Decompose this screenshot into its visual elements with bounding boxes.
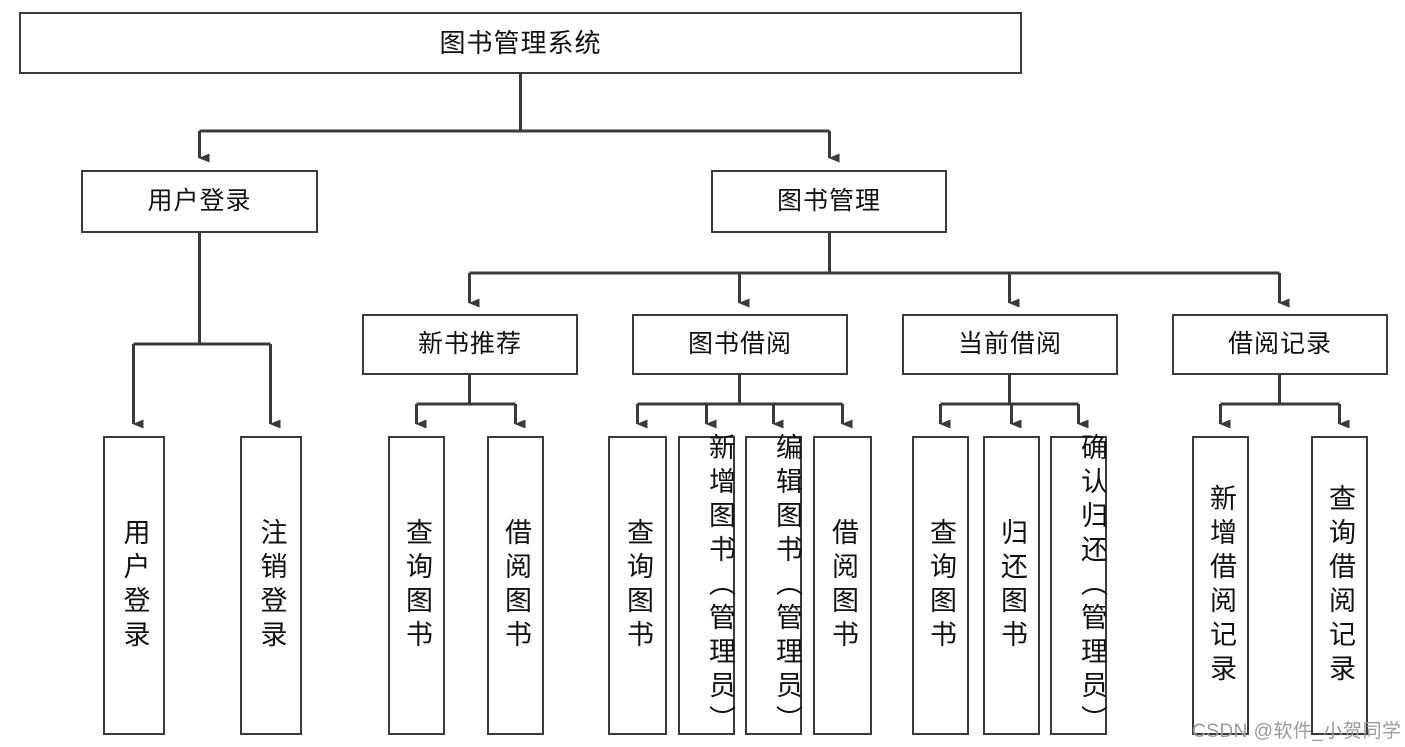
node-label: 查询图书 <box>402 517 432 654</box>
node-leaf-confirm-return[interactable]: 确认归还（管理员） <box>1050 433 1107 739</box>
node-leaf-borrow-book-2[interactable]: 借阅图书 <box>813 436 872 735</box>
node-book-borrow[interactable]: 图书借阅 <box>632 314 848 375</box>
node-borrow-record[interactable]: 借阅记录 <box>1172 314 1388 375</box>
node-label: 图书管理 <box>776 186 881 215</box>
node-leaf-edit-book[interactable]: 编辑图书（管理员） <box>745 433 802 739</box>
node-leaf-query-book-2[interactable]: 查询图书 <box>608 436 667 735</box>
node-book-manage[interactable]: 图书管理 <box>711 170 947 233</box>
node-label: 编辑图书（管理员） <box>772 432 802 739</box>
node-label: 注销登录 <box>256 517 287 654</box>
node-leaf-query-record[interactable]: 查询借阅记录 <box>1311 436 1368 735</box>
node-label: 查询图书 <box>926 517 956 654</box>
node-user-login[interactable]: 用户登录 <box>81 170 318 233</box>
node-label: 新增借阅记录 <box>1206 483 1236 688</box>
node-label: 新增图书（管理员） <box>705 432 735 739</box>
node-leaf-borrow-book-1[interactable]: 借阅图书 <box>487 436 544 735</box>
node-leaf-return-book[interactable]: 归还图书 <box>983 436 1040 735</box>
node-label: 确认归还（管理员） <box>1077 432 1107 739</box>
node-label: 借阅记录 <box>1227 329 1332 358</box>
csdn-watermark: CSDN @软件_小贺同学 <box>1192 721 1402 742</box>
node-label: 用户登录 <box>147 186 252 215</box>
node-leaf-user-login[interactable]: 用户登录 <box>103 436 165 735</box>
node-label: 新书推荐 <box>417 329 522 358</box>
node-label: 图书借阅 <box>687 329 792 358</box>
node-label: 用户登录 <box>119 517 150 654</box>
node-new-book-rec[interactable]: 新书推荐 <box>362 314 578 375</box>
node-leaf-add-book[interactable]: 新增图书（管理员） <box>678 433 735 739</box>
node-label: 查询借阅记录 <box>1325 483 1355 688</box>
node-leaf-logout[interactable]: 注销登录 <box>240 436 302 735</box>
node-label: 查询图书 <box>623 517 653 654</box>
node-leaf-query-book-3[interactable]: 查询图书 <box>912 436 969 735</box>
node-label: 借阅图书 <box>501 517 531 654</box>
node-label: 归还图书 <box>997 517 1027 654</box>
node-root-system[interactable]: 图书管理系统 <box>19 12 1022 74</box>
node-current-borrow[interactable]: 当前借阅 <box>902 314 1118 375</box>
node-leaf-add-record[interactable]: 新增借阅记录 <box>1192 436 1249 735</box>
node-leaf-query-book-1[interactable]: 查询图书 <box>388 436 445 735</box>
node-label: 借阅图书 <box>828 517 858 654</box>
node-label: 当前借阅 <box>957 329 1062 358</box>
node-label: 图书管理系统 <box>439 27 602 58</box>
